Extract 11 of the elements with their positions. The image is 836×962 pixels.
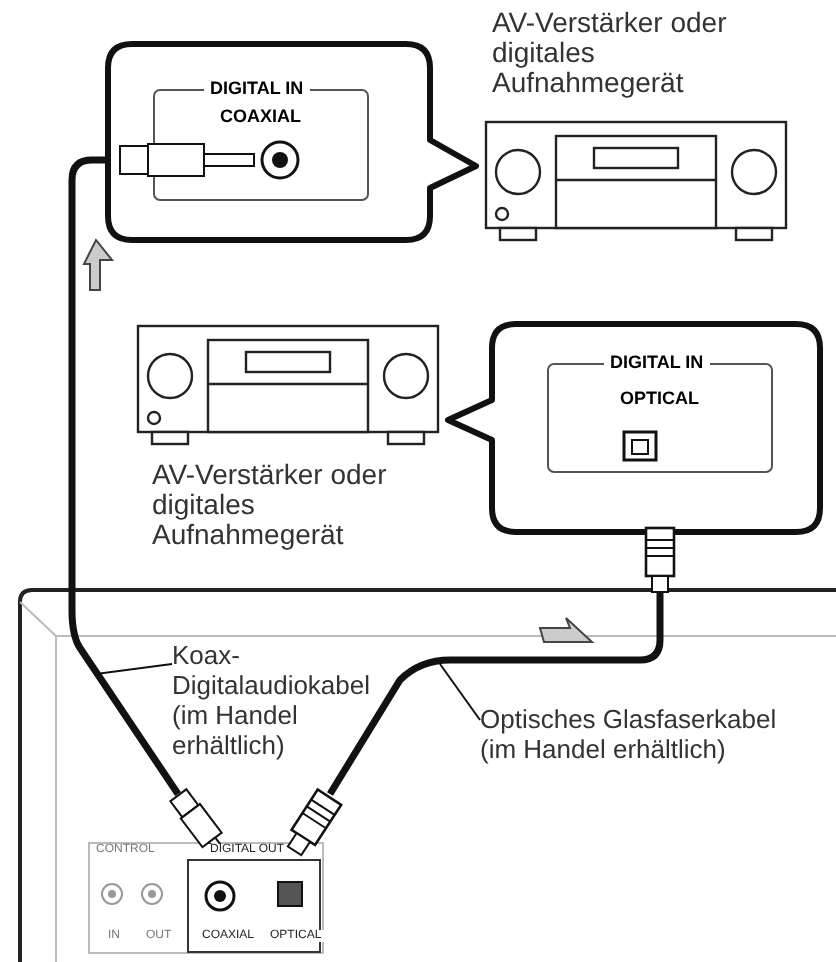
cable-label: Optisches Glasfaserkabel (im Handel erhältlich) (480, 704, 779, 764)
leader-line (439, 663, 481, 721)
panel-heading: DIGITAL IN (204, 78, 310, 98)
jack-label: OPTICAL (614, 388, 705, 408)
device-label: AV-Verstärker oder digitales Aufnahmegerät (152, 460, 389, 550)
leader-line (95, 663, 173, 675)
jack-label: COAXIAL (214, 106, 307, 126)
panel-heading: DIGITAL IN (604, 352, 710, 372)
cable (327, 592, 664, 796)
cable-label: Koax-Digitalaudiokabel (im Handel erhältlich) (172, 640, 373, 760)
device-label: AV-Verstärker oder digitales Aufnahmegerät (492, 8, 729, 98)
